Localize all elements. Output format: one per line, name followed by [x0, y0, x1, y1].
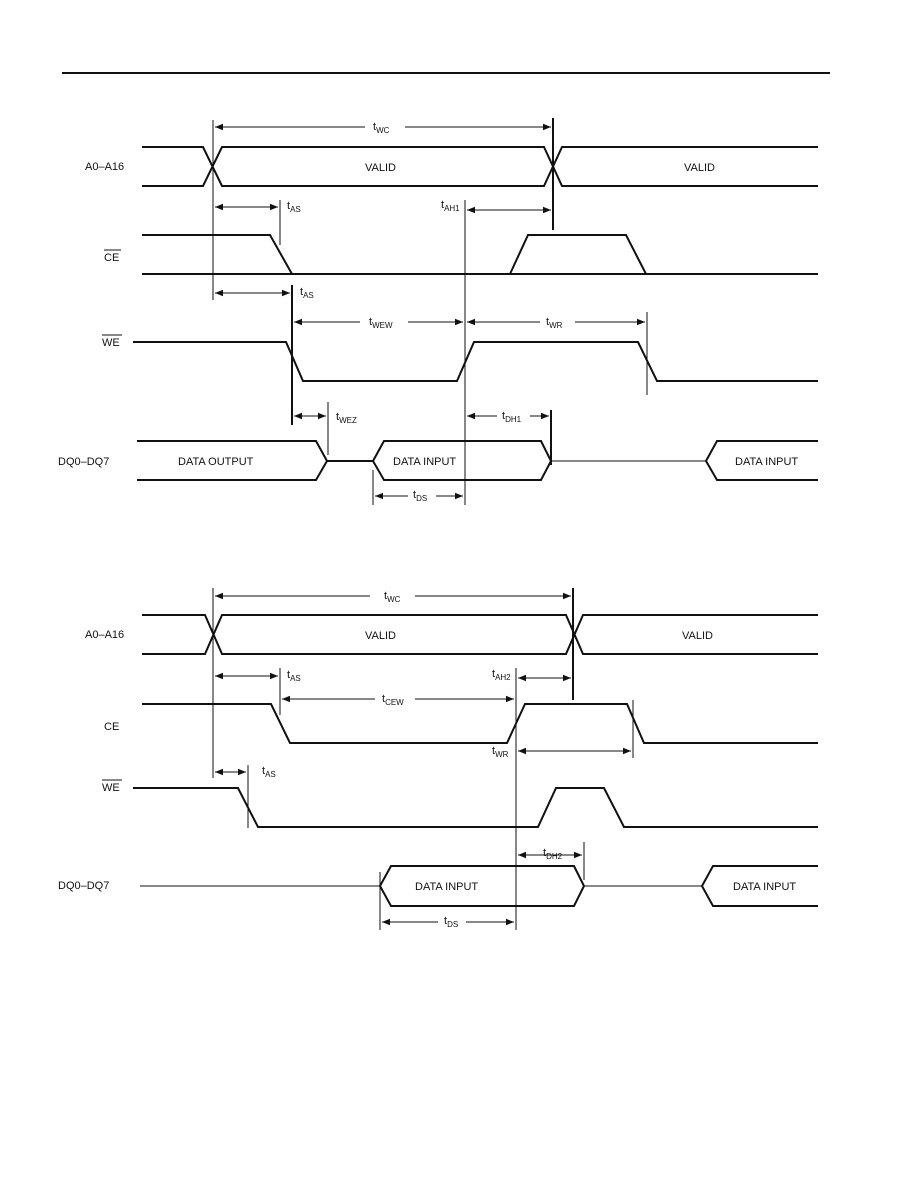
write-cycle-diagram-2: A0–A16 CE WE DQ0–DQ7 VALID VALID DATA IN… [58, 588, 818, 930]
timing-label-twc: tWC [373, 121, 390, 135]
ce-pulse-waveform [509, 234, 647, 275]
timing-label-twr: tWR [492, 745, 509, 759]
addr-valid-label-1: VALID [365, 630, 396, 642]
timing-label-tas-1: tAS [287, 200, 301, 214]
signal-label-ce: CE [104, 252, 119, 264]
timing-label-twr: tWR [546, 316, 563, 330]
dq-input-label-2: DATA INPUT [735, 456, 798, 468]
addr-valid-label-2: VALID [682, 630, 713, 642]
signal-label-we: WE [102, 782, 120, 794]
signal-label-dq: DQ0–DQ7 [58, 456, 109, 468]
signal-label-addr: A0–A16 [85, 161, 124, 173]
timing-label-tcew: tCEW [382, 693, 404, 707]
we-waveform [133, 341, 818, 382]
timing-label-tas-1: tAS [287, 669, 301, 683]
dq-input-waveform-2 [700, 865, 818, 907]
timing-label-tas-2: tAS [262, 765, 276, 779]
addr-valid-label-1: VALID [365, 162, 396, 174]
timing-label-tds: tDS [444, 915, 458, 929]
addr-valid-label-2: VALID [684, 162, 715, 174]
dq-input-label-1: DATA INPUT [393, 456, 456, 468]
timing-label-twez: tWEZ [336, 411, 357, 425]
addr-bus-waveform [142, 146, 818, 187]
signal-label-dq: DQ0–DQ7 [58, 880, 109, 892]
ce-high-waveform [142, 234, 293, 275]
signal-label-addr: A0–A16 [85, 629, 124, 641]
timing-label-tas-2: tAS [300, 286, 314, 300]
timing-label-twc: tWC [384, 590, 401, 604]
dq-input-waveform-2 [704, 440, 818, 481]
timing-label-tah2: tAH2 [492, 668, 511, 682]
dq-input-waveform-1 [378, 865, 586, 907]
signal-label-we: WE [102, 337, 120, 349]
timing-label-tah1: tAH1 [441, 199, 460, 213]
dq-input-label-2: DATA INPUT [733, 881, 796, 893]
addr-bus-waveform [142, 614, 818, 655]
timing-label-tdh1: tDH1 [502, 410, 522, 424]
timing-label-twew: tWEW [369, 316, 393, 330]
timing-label-tds: tDS [413, 489, 427, 503]
dq-output-label: DATA OUTPUT [178, 456, 254, 468]
dq-input-label-1: DATA INPUT [415, 881, 478, 893]
write-cycle-diagram-1: A0–A16 CE WE DQ0–DQ7 VALID VALID DATA OU… [58, 118, 818, 505]
we-waveform [133, 787, 818, 828]
signal-label-ce: CE [104, 721, 119, 733]
ce-waveform [142, 703, 818, 744]
timing-label-tdh2: tDH2 [543, 847, 563, 861]
